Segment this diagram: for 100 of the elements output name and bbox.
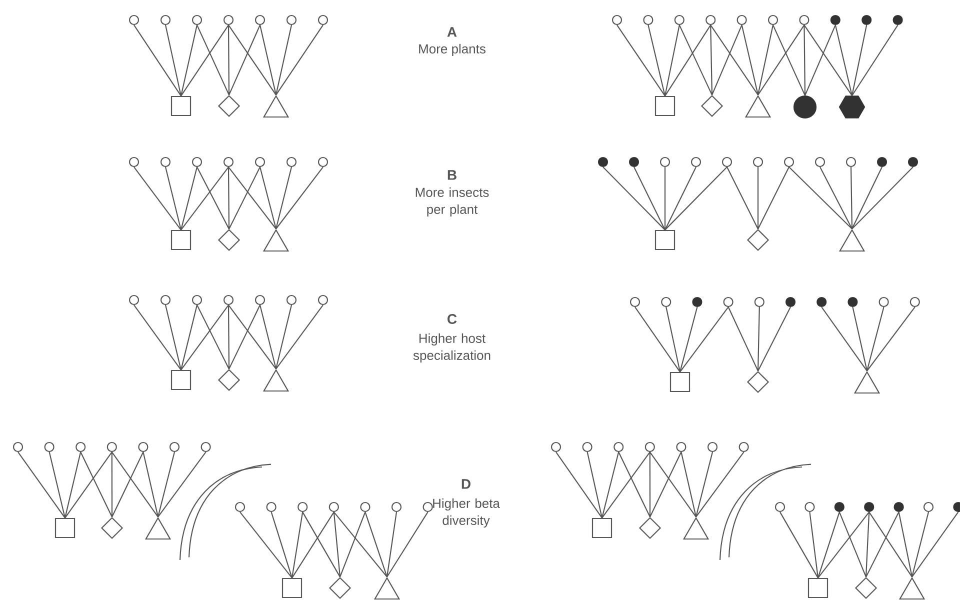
connector-line: [556, 452, 602, 518]
solid-dot: [892, 14, 903, 26]
open-circle: [12, 442, 24, 452]
connector-line: [134, 304, 182, 370]
open-circle: [768, 14, 778, 26]
open-circle: [106, 442, 117, 452]
connector-line: [898, 512, 913, 577]
open-circle: [328, 502, 339, 512]
connector-line: [275, 166, 292, 230]
open-circle: [722, 156, 732, 168]
open-circle: [661, 296, 672, 308]
open-circle: [630, 296, 640, 308]
square: [592, 518, 612, 538]
solid-dot: [692, 296, 702, 308]
connector-line: [164, 304, 182, 370]
open-circle: [160, 156, 171, 168]
connector-line: [868, 512, 912, 578]
connector-line: [649, 452, 651, 517]
connector-line: [18, 452, 66, 518]
open-circle: [706, 14, 716, 26]
connector-line: [664, 24, 680, 96]
open-circle: [690, 156, 702, 168]
connector-line: [48, 452, 66, 518]
solid-dot: [816, 296, 827, 308]
connector-line: [649, 452, 696, 518]
connector-line: [772, 24, 806, 96]
solid-dot: [876, 156, 888, 168]
open-circle: [736, 14, 747, 26]
connector-line: [852, 166, 914, 230]
connector-line: [142, 452, 159, 518]
connector-line: [758, 306, 791, 372]
connector-line: [80, 452, 112, 518]
open-circle: [674, 14, 684, 26]
connector-line: [275, 24, 292, 95]
connector-line: [586, 452, 603, 518]
connector-line: [228, 167, 230, 229]
connector-line: [710, 25, 713, 95]
open-circle: [266, 502, 276, 512]
connector-line: [134, 24, 182, 96]
connector-line: [788, 166, 852, 230]
open-circle: [878, 296, 889, 308]
connector-line: [602, 452, 650, 518]
open-circle: [644, 442, 655, 452]
open-circle: [192, 156, 202, 168]
connector-line: [712, 24, 742, 96]
open-circle: [223, 294, 234, 306]
connector-line: [664, 24, 712, 96]
connector-line: [695, 452, 714, 518]
connector-line: [196, 304, 230, 370]
open-circle: [784, 156, 794, 168]
open-circle: [676, 442, 686, 452]
connector-line: [228, 24, 276, 96]
connector-line: [259, 166, 277, 230]
open-circle: [286, 14, 297, 26]
open-circle: [799, 14, 810, 26]
open-circle: [234, 502, 246, 512]
connector-line: [757, 167, 759, 229]
solid-dot: [908, 156, 918, 168]
open-circle: [707, 442, 718, 452]
open-circle: [169, 442, 180, 452]
connector-line: [758, 24, 805, 96]
connector-line: [157, 452, 176, 518]
connector-line: [333, 512, 388, 578]
connector-line: [809, 512, 819, 578]
open-circle: [774, 502, 786, 512]
connector-line: [164, 166, 182, 230]
panel-letter: A: [447, 27, 457, 37]
connector-line: [228, 166, 276, 230]
connector-line: [111, 452, 158, 518]
connector-line: [634, 166, 666, 230]
connector-line: [228, 305, 230, 369]
solid-dot: [598, 156, 608, 168]
connector-line: [710, 24, 758, 96]
square: [282, 578, 302, 598]
connector-line: [866, 306, 884, 372]
open-circle: [318, 14, 328, 26]
connector-line: [866, 512, 900, 578]
connector-line: [680, 452, 697, 518]
connector-line: [664, 167, 666, 230]
connector-line: [852, 24, 898, 96]
open-circle: [128, 294, 140, 306]
connector-line: [866, 306, 916, 372]
connector-line: [679, 306, 698, 372]
panel-letter: B: [448, 170, 456, 180]
open-circle: [550, 442, 562, 452]
solid-dot: [894, 502, 904, 512]
open-circle: [192, 14, 202, 26]
connector-line: [728, 306, 758, 372]
open-circle: [223, 156, 234, 168]
connector-line: [276, 166, 324, 230]
open-circle: [752, 156, 764, 168]
open-circle: [286, 294, 297, 306]
open-circle: [318, 294, 328, 306]
square: [170, 370, 192, 390]
solid-dot: [862, 14, 872, 26]
connector-line: [850, 167, 853, 229]
open-circle: [128, 14, 140, 26]
solid-dot: [953, 502, 960, 512]
connector-line: [158, 452, 206, 518]
square: [54, 518, 76, 538]
